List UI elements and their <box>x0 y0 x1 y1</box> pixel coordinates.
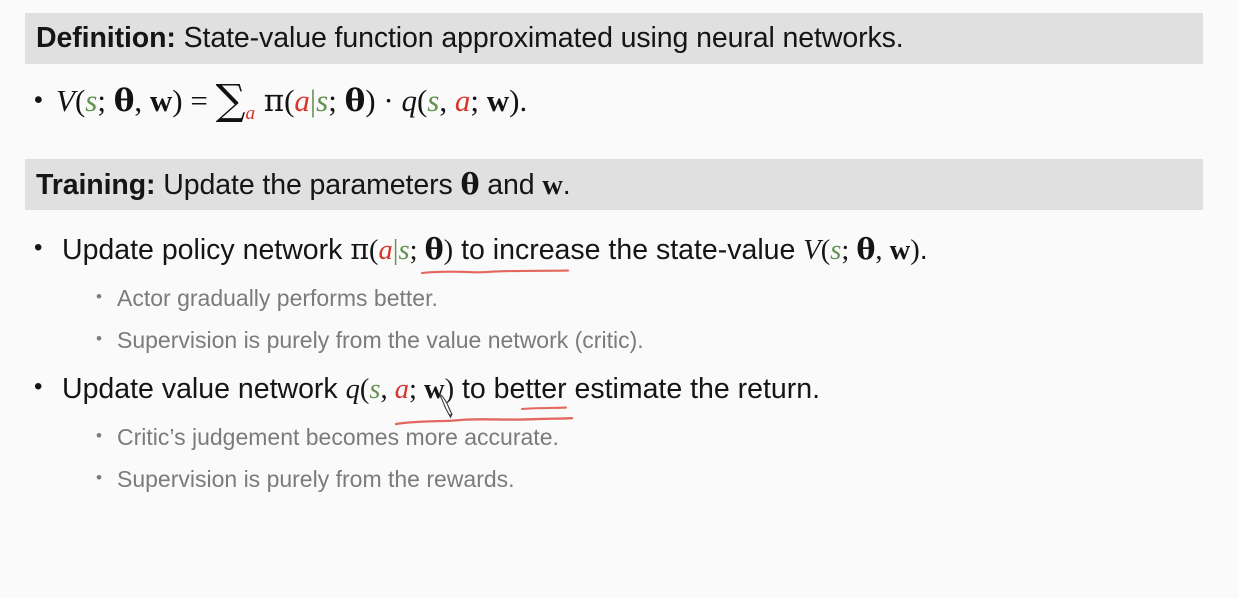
policy-comma-2: , <box>875 235 890 266</box>
formula-action-a-3: a <box>454 83 471 118</box>
formula-comma-1: , <box>134 83 150 118</box>
policy-theta: θ <box>424 232 444 266</box>
pen-icon <box>439 394 453 419</box>
training-text-middle: and <box>479 169 543 201</box>
sub-bullet-icon-supervision-rewards: • <box>96 468 102 487</box>
formula-q: q <box>401 83 417 118</box>
formula-w-1: w <box>149 83 173 118</box>
formula-w-3: w <box>486 83 510 118</box>
training-period: . <box>562 169 571 201</box>
value-action-a: a <box>394 374 409 405</box>
state-value-formula: •V(s; θ, w) = ∑a π(a|s; θ) · q(s, a; w). <box>34 72 527 125</box>
formula-comma-3: , <box>439 83 455 118</box>
training-banner: Training: Update the parameters θ and w. <box>25 159 1203 210</box>
sub-bullet-icon-supervision-critic: • <box>96 329 102 348</box>
value-q: q <box>345 374 360 405</box>
formula-theta-2: θ <box>344 83 366 119</box>
policy-close-paren: ) <box>443 235 454 266</box>
formula-semicolon-3: ; <box>470 83 487 118</box>
formula-state-s-3: s <box>427 83 440 118</box>
formula-period: . <box>519 83 528 118</box>
training-w: w <box>542 170 563 201</box>
formula-theta-1: θ <box>113 83 135 119</box>
sub-bullet-critic-accurate: • Critic’s judgement becomes more accurat… <box>96 424 559 452</box>
formula-semicolon-1: ; <box>97 83 114 118</box>
sub-bullet-text-actor: Actor gradually performs better. <box>117 285 438 311</box>
sub-bullet-icon-actor: • <box>96 287 102 306</box>
definition-banner-text: Definition: State-value function approxi… <box>36 22 904 55</box>
policy-text-middle: to increase the state-value <box>453 234 804 266</box>
value-state-s: s <box>369 374 381 405</box>
definition-banner: Definition: State-value function approxi… <box>25 13 1203 64</box>
formula-open-paren-1: ( <box>74 83 86 118</box>
value-semicolon: ; <box>408 374 424 405</box>
definition-text: State-value function approximated using … <box>183 22 904 54</box>
formula-semicolon-2: ; <box>328 83 345 118</box>
formula-state-s-1: s <box>85 83 98 118</box>
policy-conditional-bar: | <box>392 235 399 266</box>
sub-bullet-supervision-critic: • Supervision is purely from the value ne… <box>96 327 644 355</box>
formula-sum-subscript-a: a <box>245 103 256 125</box>
value-comma: , <box>380 374 395 405</box>
formula-state-s-2: s <box>316 83 329 118</box>
value-bullet-icon: • <box>34 373 43 400</box>
formula-equals: = <box>182 83 216 118</box>
value-w: w <box>423 374 445 405</box>
formula-summation-icon: ∑ <box>215 75 246 124</box>
sub-bullet-text-supervision-critic: Supervision is purely from the value net… <box>117 327 644 353</box>
policy-state-s-2: s <box>830 235 842 266</box>
policy-text-prefix: Update policy network <box>62 234 351 266</box>
formula-conditional-bar: | <box>309 83 317 118</box>
pen-cursor[interactable] <box>437 393 467 423</box>
policy-open-paren: ( <box>369 235 379 266</box>
sub-bullet-text-supervision-rewards: Supervision is purely from the rewards. <box>117 466 515 492</box>
formula-V: V <box>56 83 75 118</box>
sub-bullet-icon-critic: • <box>96 426 102 445</box>
policy-action-a: a <box>378 235 393 266</box>
bullet-update-value-network: • Update value network q(s, a; w) to bett… <box>34 372 820 407</box>
policy-theta-2: θ <box>856 232 876 266</box>
training-text-prefix: Update the parameters <box>163 169 461 201</box>
sub-bullet-text-critic: Critic’s judgement becomes more accurate… <box>117 424 559 450</box>
formula-close-paren-3: ) <box>509 83 520 118</box>
formula-open-paren-3: ( <box>416 83 428 118</box>
formula-action-a-2: a <box>294 83 310 118</box>
policy-semicolon-2: ; <box>841 235 857 266</box>
value-open-paren: ( <box>359 374 370 405</box>
formula-close-paren-1: ) <box>172 83 183 118</box>
sub-bullet-actor-better: • Actor gradually performs better. <box>96 285 438 313</box>
training-label: Training: <box>36 169 156 201</box>
policy-w-2: w <box>889 235 911 266</box>
policy-bullet-icon: • <box>34 234 43 261</box>
training-theta: θ <box>460 167 480 201</box>
value-close-paren: ) <box>444 374 455 405</box>
policy-close-paren-2: ) <box>910 235 920 266</box>
formula-pi: π <box>263 83 285 119</box>
policy-V: V <box>803 235 821 266</box>
value-text-suffix: to better estimate the return. <box>454 373 821 405</box>
policy-open-paren-2: ( <box>820 235 831 266</box>
bullet-update-policy-network: •Update policy network π(a|s; θ) to incr… <box>34 232 928 268</box>
policy-pi: π <box>350 233 370 266</box>
training-banner-text: Training: Update the parameters θ and w. <box>36 167 571 202</box>
sub-bullet-supervision-rewards: • Supervision is purely from the rewards. <box>96 466 515 494</box>
value-text-prefix: Update value network <box>62 373 346 405</box>
policy-semicolon: ; <box>409 235 425 266</box>
policy-period: . <box>919 234 928 266</box>
formula-close-paren-2: ) <box>365 83 376 118</box>
policy-state-s: s <box>398 235 410 266</box>
formula-open-paren-2: ( <box>284 83 295 118</box>
definition-label: Definition: <box>36 22 176 54</box>
formula-bullet-icon: • <box>34 86 43 114</box>
formula-multiply-dot: · <box>375 83 402 118</box>
